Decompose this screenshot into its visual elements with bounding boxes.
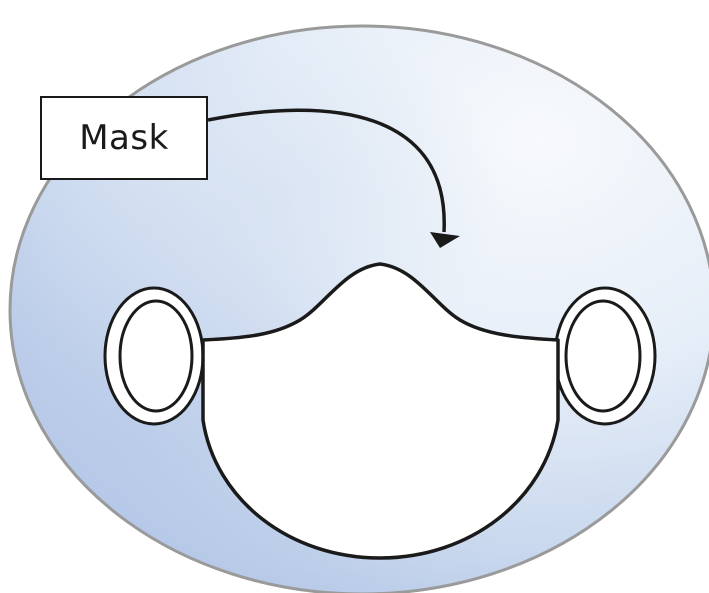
- arrow-icon: [207, 108, 446, 233]
- arrowhead-icon: [430, 232, 460, 248]
- mask-label: Mask: [79, 118, 169, 158]
- left-ear-loop-icon: [103, 286, 205, 426]
- face-mask-icon: [201, 262, 560, 560]
- right-ear-loop-icon: [553, 286, 657, 426]
- mask-label-box: Mask: [40, 96, 208, 180]
